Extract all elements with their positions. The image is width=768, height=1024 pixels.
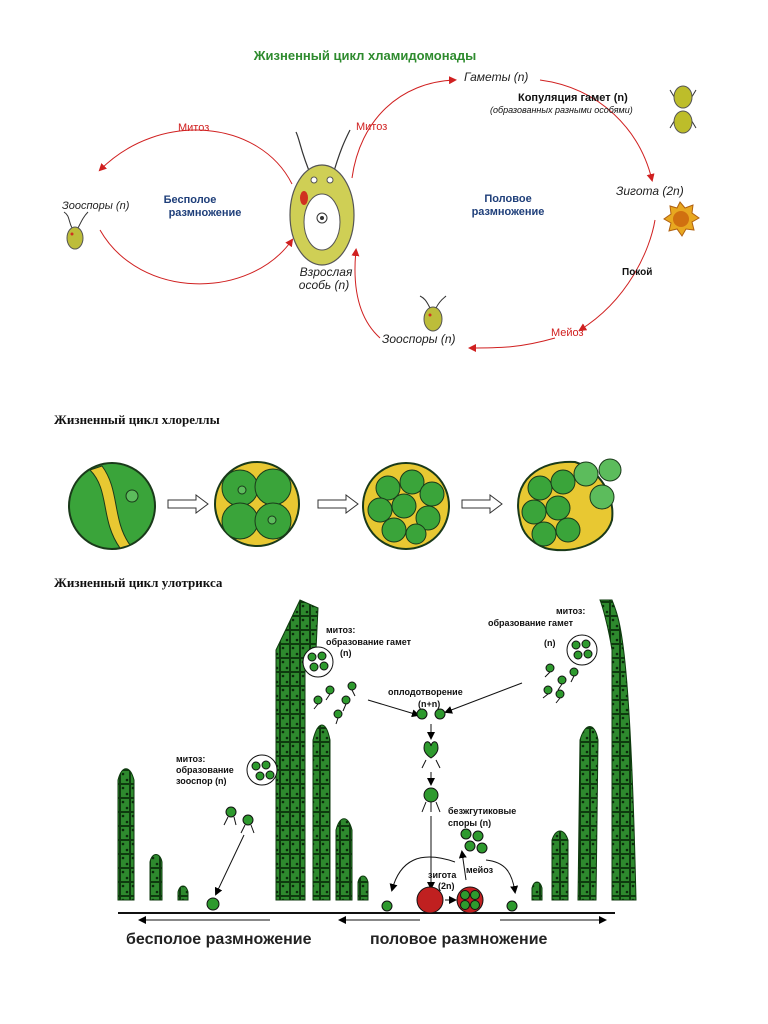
mitosis-right-label: Митоз (356, 121, 387, 133)
asexual-label-1: Бесполое (164, 194, 217, 206)
filament-tall-right (599, 599, 637, 901)
zoospore-left (63, 211, 89, 250)
label-fertilization-2: (n+n) (418, 699, 440, 709)
label-mitosis-zoospores-1: митоз: (176, 754, 205, 764)
arrow-gametes-left-to-fusion (367, 699, 420, 718)
mitosis-left-label: Митоз (178, 122, 209, 134)
arrow-zygote-rest (578, 219, 656, 332)
zoospore-bottom (419, 295, 447, 332)
chlorella-arrow-2 (317, 494, 359, 514)
gametes-right-swarm (542, 663, 579, 704)
chlorella-stage-4 (517, 458, 622, 552)
label-spores-1: безжгутиковые (448, 806, 516, 816)
adult-label-2: особь (n) (299, 278, 349, 292)
asexual-label-2: размножение (169, 207, 242, 219)
filament-left-6 (177, 885, 189, 901)
chlorella-stage-3 (362, 462, 450, 550)
spore-ground-right (506, 900, 518, 912)
arrow-zoospores-to-adult (99, 229, 294, 285)
filament-tall-left (275, 599, 319, 901)
filament-right-4 (531, 881, 543, 901)
label-n-left: (n) (340, 648, 352, 658)
zoospores-left-pair (223, 806, 255, 834)
rest-label: Покой (622, 267, 652, 278)
chlorella-title: Жизненный цикл хлореллы (54, 412, 220, 427)
zygote-star (663, 201, 700, 237)
arrow-gametes-right-to-fusion (444, 682, 523, 714)
meiosis-tetrad (456, 886, 484, 914)
label-mitosis-gametes-left-2: образование гамет (326, 637, 412, 647)
nonflagellated-spores (460, 828, 488, 854)
ulothrix-title: Жизненный цикл улотрикса (54, 575, 223, 590)
chlorella-arrow-1 (167, 494, 209, 514)
arrow-mitosis-left (98, 129, 293, 185)
sexual-label-1: Половое (484, 193, 531, 205)
zoospore-ground-left (206, 897, 220, 911)
sexual-label-2: размножение (472, 206, 545, 218)
arrow-mitosis-right (351, 76, 457, 179)
filament-left-2 (312, 724, 331, 901)
arrow-zoospore-to-ground (214, 834, 245, 896)
adult-cell (289, 129, 355, 266)
zoospores-bottom-label: Зооспоры (n) (382, 332, 456, 346)
meiosis-label: Мейоз (551, 327, 584, 339)
zygote-forming (421, 741, 441, 769)
label-zygote-1: зигота (428, 870, 457, 880)
gamete-sac-left (302, 646, 334, 678)
arrow-meiosis-to-zoospores (468, 337, 556, 352)
filament-right-3 (551, 830, 569, 901)
gametes-left-swarm (313, 681, 357, 725)
arrow-meiosis-up (458, 850, 467, 881)
filament-left-4 (117, 768, 135, 901)
label-mitosis-gametes-left-1: митоз: (326, 625, 355, 635)
zygote-flagellated (421, 787, 441, 813)
zygote-red (416, 886, 444, 914)
label-meiosis: мейоз (466, 865, 494, 875)
chlorella-stage-2 (214, 461, 300, 547)
filament-left-3 (335, 818, 353, 901)
chlorella-arrow-3 (461, 494, 503, 514)
arrow-zoospores-to-adult-right (351, 248, 381, 339)
chlamydomonas-title: Жизненный цикл хламидомонады (253, 48, 476, 63)
label-zygote-2: (2n) (438, 881, 455, 891)
gamete-sac-right (566, 634, 598, 666)
adult-label-1: Взрослая (300, 265, 353, 279)
chlorella-stage-1 (68, 462, 156, 550)
zoospores-left-label: Зооспоры (n) (62, 200, 130, 212)
spore-ground-left (381, 900, 393, 912)
label-spores-2: споры (n) (448, 818, 491, 828)
label-mitosis-zoospores-3: зооспор (n) (176, 776, 227, 786)
arrow-gametes-to-zygote (539, 79, 655, 182)
label-mitosis-gametes-right-1: митоз: (556, 606, 585, 616)
fusing-gametes (416, 708, 446, 720)
gametes-copulation (669, 85, 697, 134)
filament-right-2 (577, 726, 599, 901)
copulation-label-2: (образованных разными особями) (490, 105, 633, 115)
filament-left-7 (357, 875, 369, 901)
copulation-label-1: Копуляция гамет (n) (518, 92, 628, 104)
label-sexual-reproduction: половое размножение (370, 931, 548, 948)
label-mitosis-zoospores-2: образование (176, 765, 234, 775)
label-fertilization-1: оплодотворение (388, 687, 463, 697)
arrow-spore-right (485, 859, 519, 894)
label-n-right: (n) (544, 638, 556, 648)
zoospore-sac-left (246, 754, 278, 786)
arrow-spore-left (389, 856, 456, 892)
filament-left-5 (149, 854, 163, 901)
zygote-label: Зигота (2n) (616, 184, 684, 198)
label-mitosis-gametes-right-2: образование гамет (488, 618, 574, 628)
gametes-label: Гаметы (n) (464, 70, 528, 84)
label-asexual-reproduction: бесполое размножение (126, 931, 312, 948)
